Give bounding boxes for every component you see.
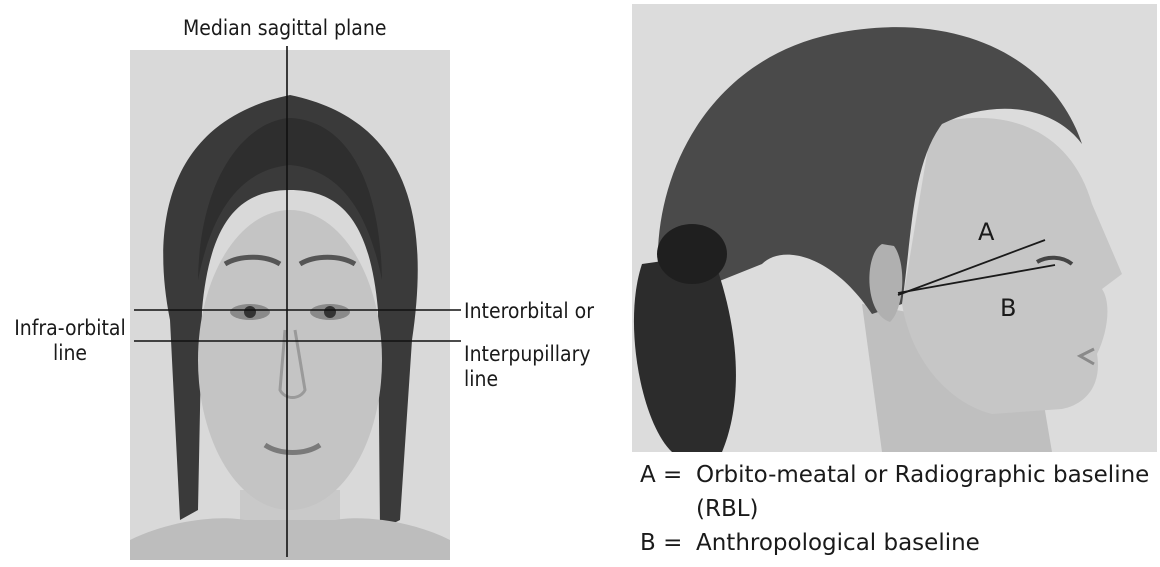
marker-b-label: B (1000, 296, 1016, 321)
marker-a-label: A (978, 220, 994, 245)
baseline-legend: A = Orbito-meatal or Radiographic baseli… (640, 458, 1156, 560)
legend-row-b: B = Anthropological baseline (640, 526, 1156, 560)
anthropological-line (898, 240, 1045, 295)
legend-key-b: B = (640, 526, 696, 560)
orbito-meatal-line (898, 265, 1055, 293)
legend-text-b: Anthropological baseline (696, 526, 1156, 560)
legend-row-a: A = Orbito-meatal or Radiographic baseli… (640, 458, 1156, 526)
legend-key-a: A = (640, 458, 696, 526)
legend-text-a: Orbito-meatal or Radiographic baseline (… (696, 458, 1156, 526)
